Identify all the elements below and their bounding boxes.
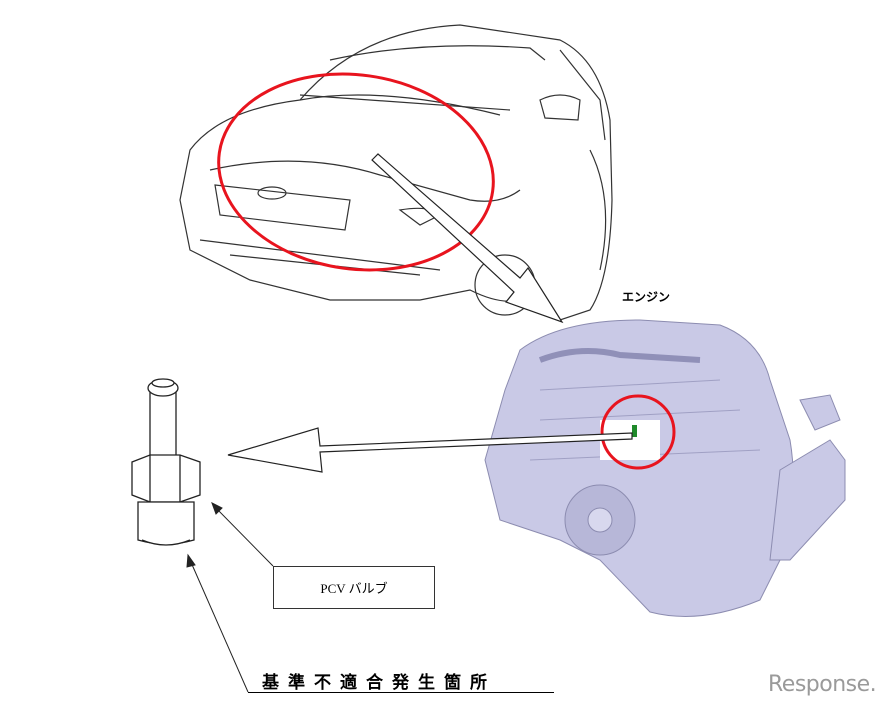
defect-label-underline <box>248 692 554 693</box>
hood-highlight-circle <box>217 72 495 272</box>
arrow-car-to-engine <box>371 153 564 324</box>
leader-lines <box>186 501 274 693</box>
pcv-valve-callout: PCV バルブ <box>273 566 435 609</box>
arrow-engine-to-valve <box>227 427 633 473</box>
engine-label: エンジン <box>622 290 671 304</box>
car-illustration <box>179 24 613 321</box>
pcv-location-highlight <box>600 394 676 470</box>
response-watermark: Response. <box>768 672 877 697</box>
engine-illustration <box>484 319 846 617</box>
defect-location-label: 基準不適合発生箇所 <box>262 673 496 693</box>
pcv-valve-illustration <box>131 378 201 546</box>
pcv-valve-marker <box>632 425 637 437</box>
pcv-valve-label: PCV バルブ <box>320 581 388 596</box>
